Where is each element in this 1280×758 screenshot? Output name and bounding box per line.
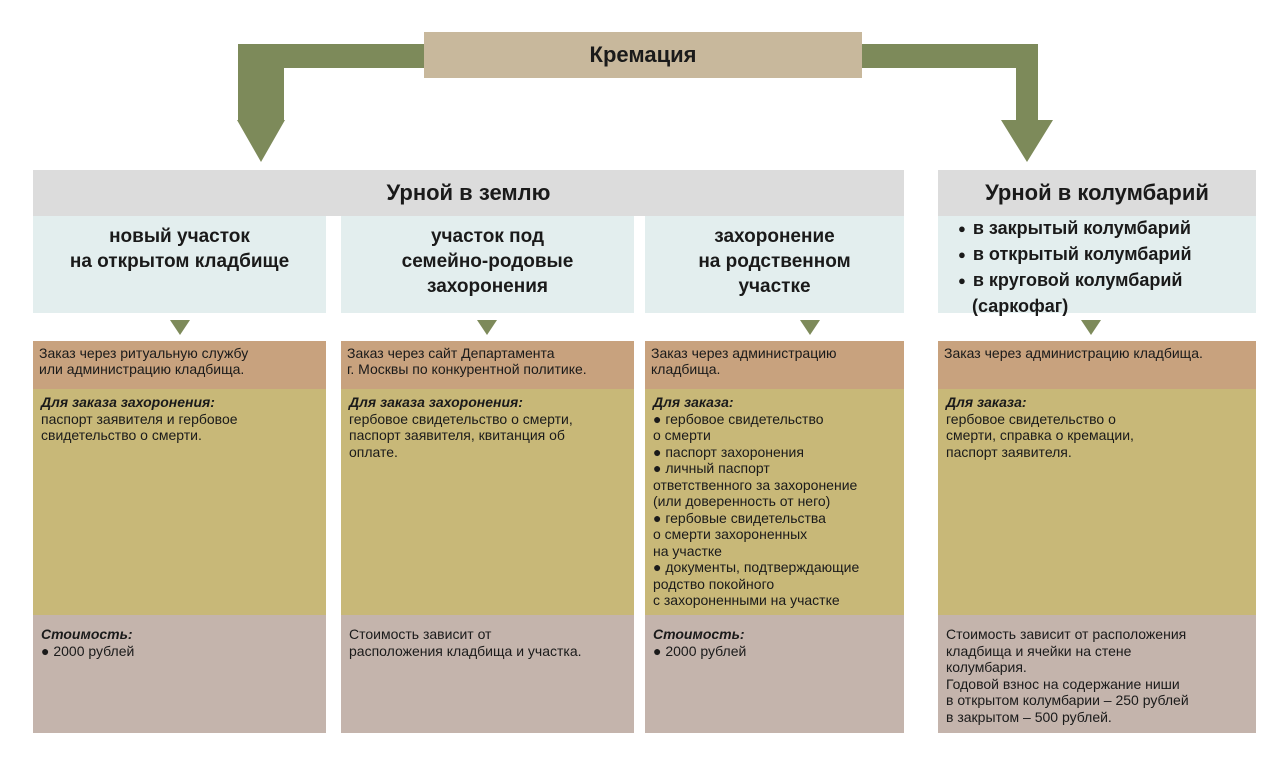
cost-info: Стоимость: ● 2000 рублей bbox=[33, 615, 326, 733]
documents-line: ● гербовое свидетельство bbox=[653, 410, 824, 427]
down-triangle-icon bbox=[477, 320, 497, 335]
cost-line: в закрытом – 500 рублей. bbox=[946, 708, 1112, 725]
documents-line: свидетельство о смерти. bbox=[41, 427, 202, 443]
columbarium-options-list: ● в закрытый колумбарий ● в открытый колум… bbox=[938, 216, 1256, 316]
bullet-icon: ● bbox=[958, 221, 966, 236]
option-heading-line: захоронения bbox=[427, 276, 548, 297]
order-info: Заказ через администрацию кладбища. bbox=[938, 341, 1256, 389]
order-line: Заказ через администрацию кладбища. bbox=[944, 345, 1203, 361]
cost-line: Стоимость зависит от bbox=[349, 626, 492, 642]
documents-info: Для заказа: гербовое свидетельство о сме… bbox=[938, 389, 1256, 615]
documents-label: Для заказа захоронения: bbox=[349, 394, 523, 410]
cost-info: Стоимость зависит от расположения кладби… bbox=[938, 615, 1256, 733]
order-line: Заказ через сайт Департамента bbox=[347, 345, 555, 361]
cost-label: Стоимость: bbox=[41, 626, 133, 642]
documents-info: Для заказа захоронения: гербовое свидете… bbox=[341, 389, 634, 615]
down-triangle-icon bbox=[1081, 320, 1101, 335]
root-title: Кремация bbox=[589, 42, 697, 67]
columbarium-option-label: в круговой колумбарий bbox=[972, 270, 1183, 290]
cost-line: кладбища и ячейки на стене bbox=[946, 642, 1132, 659]
order-line: Заказ через администрацию bbox=[651, 345, 837, 361]
documents-line: гербовое свидетельство о смерти, bbox=[349, 410, 573, 427]
documents-line: гербовое свидетельство о bbox=[946, 410, 1116, 427]
columbarium-option: ● в круговой колумбарий bbox=[958, 268, 1256, 294]
columbarium-option: ● в открытый колумбарий bbox=[958, 242, 1256, 268]
cost-line: расположения кладбища и участка. bbox=[349, 642, 582, 659]
arrow-to-columbarium bbox=[862, 44, 1053, 162]
columbarium-option-label: в открытый колумбарий bbox=[972, 244, 1192, 264]
down-triangle-icon bbox=[800, 320, 820, 335]
cost-label: Стоимость: bbox=[653, 626, 745, 642]
documents-line: оплате. bbox=[349, 443, 398, 460]
order-info: Заказ через ритуальную службу или админи… bbox=[33, 341, 326, 389]
documents-line: ответственного за захоронение bbox=[653, 476, 858, 493]
documents-line: паспорт заявителя. bbox=[946, 443, 1072, 460]
option-heading-line: участок под bbox=[430, 226, 545, 247]
documents-line: паспорт заявителя, квитанция об bbox=[349, 427, 565, 443]
documents-line: паспорт заявителя и гербовое bbox=[41, 410, 238, 427]
cost-line: Годовой взнос на содержание ниши bbox=[946, 675, 1180, 692]
documents-line: о смерти захороненных bbox=[653, 526, 808, 542]
group-title-ground: Урной в землю bbox=[386, 180, 551, 205]
order-info: Заказ через администрацию кладбища. bbox=[645, 341, 904, 389]
down-triangle-icon bbox=[170, 320, 190, 335]
cremation-root-box: Кремация bbox=[424, 32, 862, 78]
documents-info: Для заказа: ● гербовое свидетельство о с… bbox=[645, 389, 904, 615]
columbarium-option-tail: (саркофаг) bbox=[972, 296, 1069, 316]
columbarium-option: ● в закрытый колумбарий bbox=[958, 216, 1256, 242]
documents-line: (или доверенность от него) bbox=[653, 493, 831, 509]
bullet-icon: ● bbox=[958, 273, 966, 288]
order-line: или администрацию кладбища. bbox=[39, 361, 245, 377]
cost-line: в открытом колумбарии – 250 рублей bbox=[946, 692, 1189, 708]
cost-line: ● 2000 рублей bbox=[41, 642, 135, 659]
cost-line: колумбария. bbox=[946, 659, 1027, 675]
documents-label: Для заказа захоронения: bbox=[41, 394, 215, 410]
option-heading-line: участке bbox=[738, 276, 811, 297]
bullet-icon: ● bbox=[958, 247, 966, 262]
documents-line: ● документы, подтверждающие bbox=[653, 559, 860, 575]
option-heading-line: на родственном bbox=[698, 251, 851, 272]
documents-info: Для заказа захоронения: паспорт заявител… bbox=[33, 389, 326, 615]
documents-line: на участке bbox=[653, 542, 722, 559]
group-header-columbarium: Урной в колумбарий bbox=[938, 170, 1256, 216]
documents-line: родство покойного bbox=[653, 575, 775, 592]
option-relative-plot: захоронение на родственном участке bbox=[645, 216, 904, 313]
documents-line: смерти, справка о кремации, bbox=[946, 427, 1134, 443]
order-info: Заказ через сайт Департамента г. Москвы … bbox=[341, 341, 634, 389]
option-family-plot: участок под семейно-родовые захоронения bbox=[341, 216, 634, 313]
cost-line: Стоимость зависит от расположения bbox=[946, 626, 1187, 642]
option-new-plot: новый участок на открытом кладбище bbox=[33, 216, 326, 313]
documents-label: Для заказа: bbox=[653, 394, 734, 410]
option-heading-line: на открытом кладбище bbox=[69, 251, 290, 272]
cost-info: Стоимость: ● 2000 рублей bbox=[645, 615, 904, 733]
documents-line: ● паспорт захоронения bbox=[653, 443, 804, 460]
group-header-ground: Урной в землю bbox=[33, 170, 904, 216]
arrow-to-ground bbox=[237, 44, 424, 162]
cost-info: Стоимость зависит от расположения кладби… bbox=[341, 615, 634, 733]
option-heading-line: новый участок bbox=[109, 226, 250, 247]
documents-line: о смерти bbox=[653, 427, 711, 443]
documents-line: ● личный паспорт bbox=[653, 460, 770, 476]
option-heading-line: семейно-родовые bbox=[401, 251, 574, 272]
order-line: кладбища. bbox=[651, 361, 721, 377]
documents-line: с захороненными на участке bbox=[653, 592, 840, 608]
columbarium-option-label: в закрытый колумбарий bbox=[972, 218, 1191, 238]
documents-line: ● гербовые свидетельства bbox=[653, 509, 826, 526]
order-line: Заказ через ритуальную службу bbox=[39, 345, 249, 361]
cost-line: ● 2000 рублей bbox=[653, 642, 747, 659]
group-title-columbarium: Урной в колумбарий bbox=[985, 180, 1209, 205]
order-line: г. Москвы по конкурентной политике. bbox=[347, 361, 587, 377]
option-heading-line: захоронение bbox=[714, 226, 835, 247]
documents-label: Для заказа: bbox=[946, 394, 1027, 410]
